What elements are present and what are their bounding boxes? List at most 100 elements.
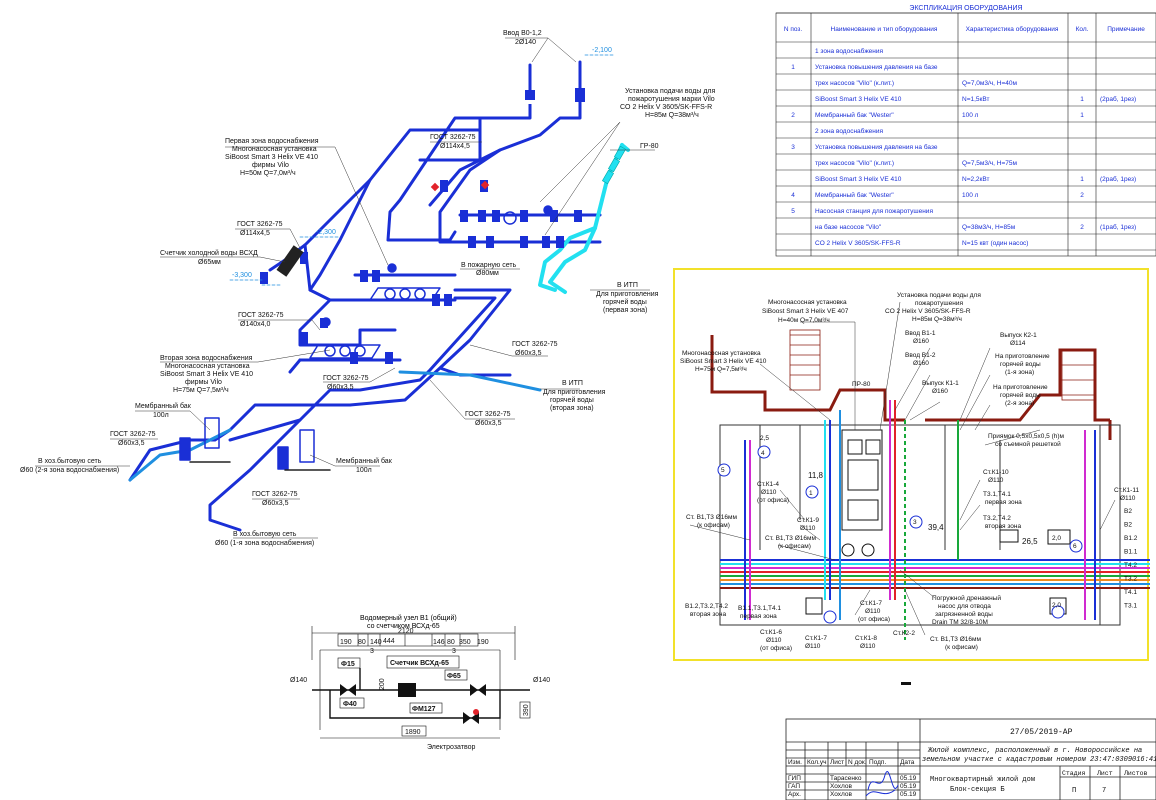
stamp-date-2: 05.19: [900, 791, 917, 798]
gost4-d: Ø60х3,5: [515, 350, 542, 357]
hw1-3: (1-я зона): [1005, 369, 1034, 376]
u3-3: H=75м Q=7,5м³/ч: [695, 366, 747, 373]
fire-unit-2: пожаротушения марки Vilo: [628, 96, 715, 103]
water-meter-symbol: [276, 245, 304, 277]
stamp-col-4: Подп.: [869, 759, 886, 766]
tank2: Мембранный бак: [336, 457, 393, 465]
d-right: Ø140: [533, 677, 550, 684]
spec-cell-12-2: N=15 квт (один насос): [962, 240, 1028, 247]
k17a: Ст.К1-7: [860, 600, 882, 607]
t31-1: Т3.1,Т4.1: [983, 491, 1011, 498]
spec-cell-3-2: N=1,5кВт: [962, 96, 989, 103]
building-2: Блок-секция Б: [950, 786, 1005, 794]
riser-7: Т3.1: [1124, 603, 1137, 610]
k110: Ст.К1-10: [983, 469, 1009, 476]
gost5: ГОСТ 3262-75: [323, 375, 369, 382]
spec-cell-10-0: 5: [791, 208, 795, 215]
itp2-1: В ИТП: [562, 380, 583, 387]
t32-2: вторая зона: [985, 523, 1021, 530]
zone2-4: фирмы Vilo: [185, 379, 222, 386]
itp1-1: В ИТП: [617, 282, 638, 289]
spec-cell-5-1: 2 зона водоснабжения: [815, 127, 884, 135]
spec-cell-6-1: Установка повышения давления на базе: [815, 143, 938, 151]
b12-2: вторая зона: [690, 611, 726, 618]
riser-3: В1.1: [1124, 549, 1138, 556]
riser-5: Т3.2: [1124, 576, 1137, 583]
spec-header-4: Примечание: [1107, 26, 1145, 33]
b11-1: В1.1,Т3.1,Т4.1: [738, 605, 781, 612]
meter-label: Счетчик холодной воды ВСХД: [160, 249, 258, 257]
f40: Ф40: [343, 701, 357, 708]
spec-cell-7-2: Q=7,5м3/ч, Н=75м: [962, 160, 1017, 167]
fire-unit-4: H=85м Q=38м³/ч: [645, 112, 699, 119]
spec-cell-9-0: 4: [791, 192, 795, 199]
spec-cell-2-1: трех насосов "Vilo" (к.лит.): [815, 80, 894, 87]
spec-cell-11-2: Q=38м3/ч, Н=85м: [962, 224, 1016, 231]
spec-cell-1-1: Установка повышения давления на базе: [815, 63, 938, 71]
dim-top-6: 190: [477, 639, 489, 646]
stamp-name-2: Хохлов: [830, 791, 853, 798]
b13c: Ст. В1,Т3 Ø16мм: [930, 636, 981, 643]
meter-type: Счетчик ВСХд-65: [390, 660, 449, 667]
drain-2: насос для отвода: [938, 603, 991, 610]
dim-top-0: 190: [340, 639, 352, 646]
level-mid: -2,300: [316, 229, 336, 236]
gost3: ГОСТ 3262-75: [238, 312, 284, 319]
valves: [260, 88, 585, 364]
pit-1: Приямок 0,5х0,5х0,5 (h)м: [988, 433, 1065, 440]
k17ad: Ø110: [865, 608, 881, 615]
spec-cell-2-2: Q=7,0м3/ч, Н=40м: [962, 80, 1017, 87]
floor-plan: Многонасосная установка SiBoost Smart 3 …: [673, 268, 1150, 661]
building-1: Многоквартирный жилой дом: [930, 775, 1035, 784]
u1-2: SiBoost Smart 3 Helix VE 407: [762, 308, 849, 315]
u3-2: SiBoost Smart 3 Helix VE 410: [680, 358, 767, 365]
gost1: ГОСТ 3262-75: [430, 134, 476, 141]
level-marks: [229, 54, 616, 286]
spec-cell-4-2: 100 л: [962, 112, 979, 119]
m20b: 2,0: [1052, 602, 1061, 609]
gost6-d: Ø60х3,5: [475, 420, 502, 427]
c4: 4: [761, 450, 765, 457]
c5: 5: [721, 467, 725, 474]
k18d: Ø110: [860, 643, 876, 650]
spec-cell-1-0: 1: [791, 64, 795, 71]
m118: 11,8: [808, 471, 824, 480]
title-block-text: 27/05/2019-АР Жилой комплекс, расположен…: [788, 728, 1156, 798]
pit-2: со съемной решеткой: [995, 440, 1061, 448]
u2-3: CO 2 Helix V 3605/SK-FFS-R: [885, 308, 971, 315]
itp1-2: Для приготовления: [596, 291, 659, 298]
k17an: (от офиса): [858, 616, 890, 623]
u1-1: Многонасосная установка: [768, 299, 847, 306]
spec-cell-4-3: 1: [1080, 112, 1084, 119]
c3: 3: [913, 519, 917, 526]
b11-2: первая зона: [740, 613, 777, 620]
spec-cell-8-2: N=2,2кВт: [962, 176, 989, 183]
isometric-scheme: [128, 54, 630, 532]
riser-1: В2: [1124, 522, 1132, 529]
k22: Ст.К2-2: [893, 630, 915, 637]
t32-1: Т3.2,Т4.2: [983, 515, 1011, 522]
membrane-tanks: [179, 417, 331, 471]
zone1-4: фирмы Vilo: [252, 162, 289, 169]
spec-cell-12-1: CO 2 Helix V 3605/SK-FFS-R: [815, 240, 901, 247]
itp2-2: Для приготовления: [543, 389, 606, 396]
k17b: Ст.К1-7: [805, 635, 827, 642]
d390: 390: [523, 704, 530, 716]
m265: 26,5: [1022, 537, 1038, 546]
spec-cell-11-1: на базе насосов "Vilo": [815, 223, 882, 231]
signature-mark: [865, 771, 899, 797]
stamp-col-0: Изм.: [788, 759, 802, 766]
in1: Ввод В1-1: [905, 330, 936, 337]
gost5-d: Ø60х3,5: [327, 384, 354, 391]
project-2: земельном участке с кадастровым номером …: [922, 756, 1156, 764]
fm127: ФМ127: [412, 706, 436, 713]
hw2-2: горячей воды: [1000, 391, 1041, 399]
riser-2: В1.2: [1124, 535, 1138, 542]
b12-1: В1.2,Т3.2,Т4.2: [685, 603, 728, 610]
gost8-d: Ø60х3,5: [262, 500, 289, 507]
u3-1: Многонасосная установка: [682, 350, 761, 357]
dim-top-5: 350: [459, 639, 471, 646]
k19: Ст.К1-9: [797, 517, 819, 524]
fire-unit-1: Установка подачи воды для: [625, 88, 715, 95]
